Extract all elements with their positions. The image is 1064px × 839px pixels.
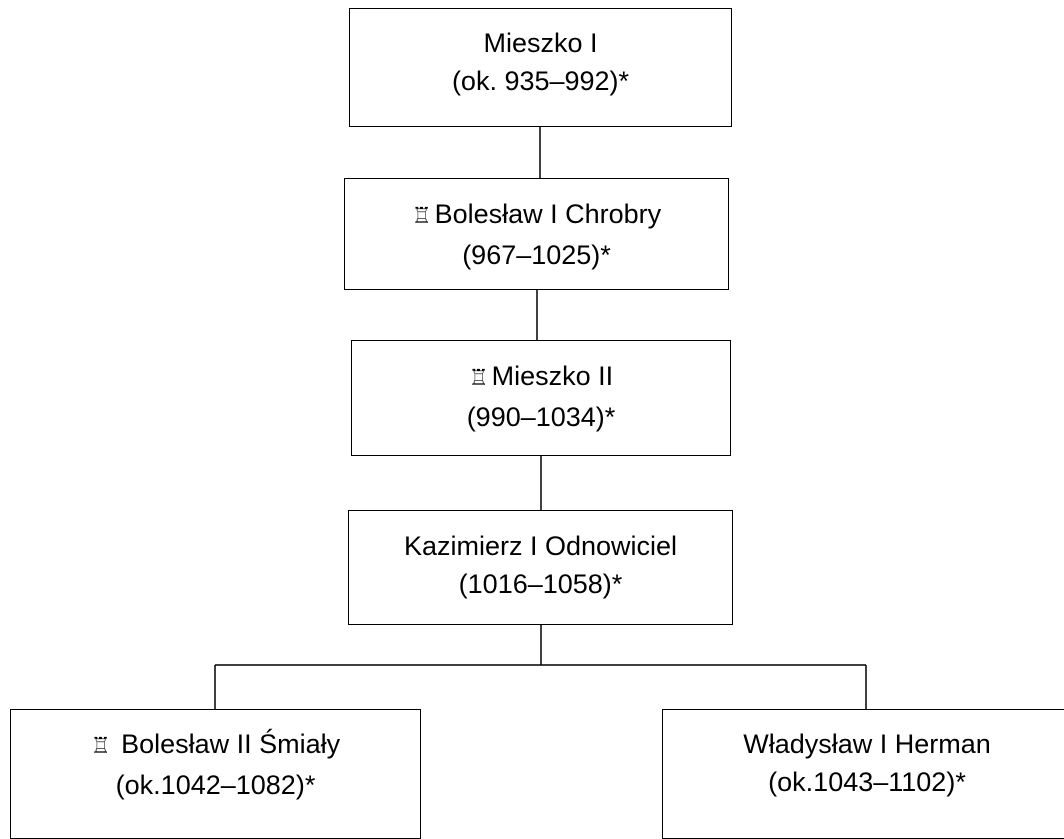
person-name: Bolesław I Chrobry (434, 199, 662, 229)
rook-icon: ♖ (411, 204, 432, 229)
rook-icon: ♖ (468, 366, 489, 391)
person-box-boleslaw-i-chrobry: ♖Bolesław I Chrobry (967–1025)* (344, 178, 729, 290)
person-dates: (ok.1042–1082)* (115, 770, 316, 800)
person-dates: (990–1034)* (466, 402, 616, 432)
person-box-wladyslaw-i-herman: Władysław I Herman (ok.1043–1102)* (662, 709, 1064, 839)
rook-icon: ♖ (90, 734, 111, 759)
person-box-mieszko-ii: ♖Mieszko II (990–1034)* (351, 340, 731, 456)
person-name: Kazimierz I Odnowiciel (403, 531, 678, 561)
person-name: Bolesław II Śmiały (121, 729, 341, 759)
person-dates: (1016–1058)* (458, 569, 623, 599)
person-name: Mieszko II (491, 361, 614, 391)
person-dates: (ok.1043–1102)* (768, 767, 966, 797)
person-name: Mieszko I (483, 28, 598, 58)
person-name: Władysław I Herman (743, 729, 991, 759)
person-box-kazimierz-i-odnowiciel: Kazimierz I Odnowiciel (1016–1058)* (348, 510, 733, 625)
person-dates: (ok. 935–992)* (451, 66, 630, 96)
person-box-mieszko-i: Mieszko I (ok. 935–992)* (349, 8, 732, 127)
person-dates: (967–1025)* (462, 240, 611, 270)
person-box-boleslaw-ii-smialy: ♖ Bolesław II Śmiały (ok.1042–1082)* (10, 709, 421, 839)
